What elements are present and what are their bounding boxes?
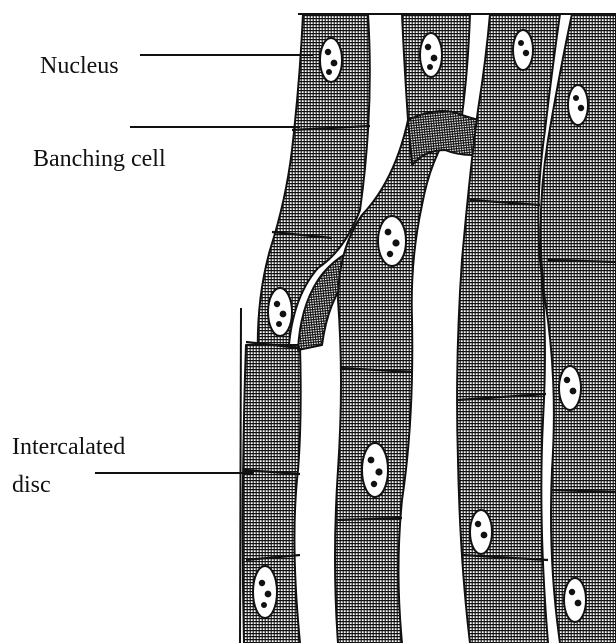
- nucleus-shape: [362, 443, 388, 497]
- nucleus-shape: [568, 85, 588, 125]
- nucleus-shape: [420, 33, 442, 77]
- nucleus-shape: [470, 510, 492, 554]
- nucleus-shape: [378, 216, 406, 266]
- nucleus-shape: [564, 578, 586, 622]
- intercalated-label: Intercalated: [12, 434, 125, 460]
- nucleus-shape: [320, 38, 342, 82]
- branching-cell-label: Banching cell: [33, 146, 166, 172]
- muscle-fibers: [243, 14, 616, 643]
- nucleus-label: Nucleus: [40, 53, 119, 79]
- nucleus-shape: [253, 566, 277, 618]
- nucleus-shape: [513, 30, 533, 70]
- fiber-right-a: [457, 14, 560, 643]
- nucleus-shape: [268, 288, 292, 336]
- nucleus-shape: [559, 366, 581, 410]
- disc-label: disc: [12, 472, 51, 498]
- tissue-edge-line: [240, 308, 241, 643]
